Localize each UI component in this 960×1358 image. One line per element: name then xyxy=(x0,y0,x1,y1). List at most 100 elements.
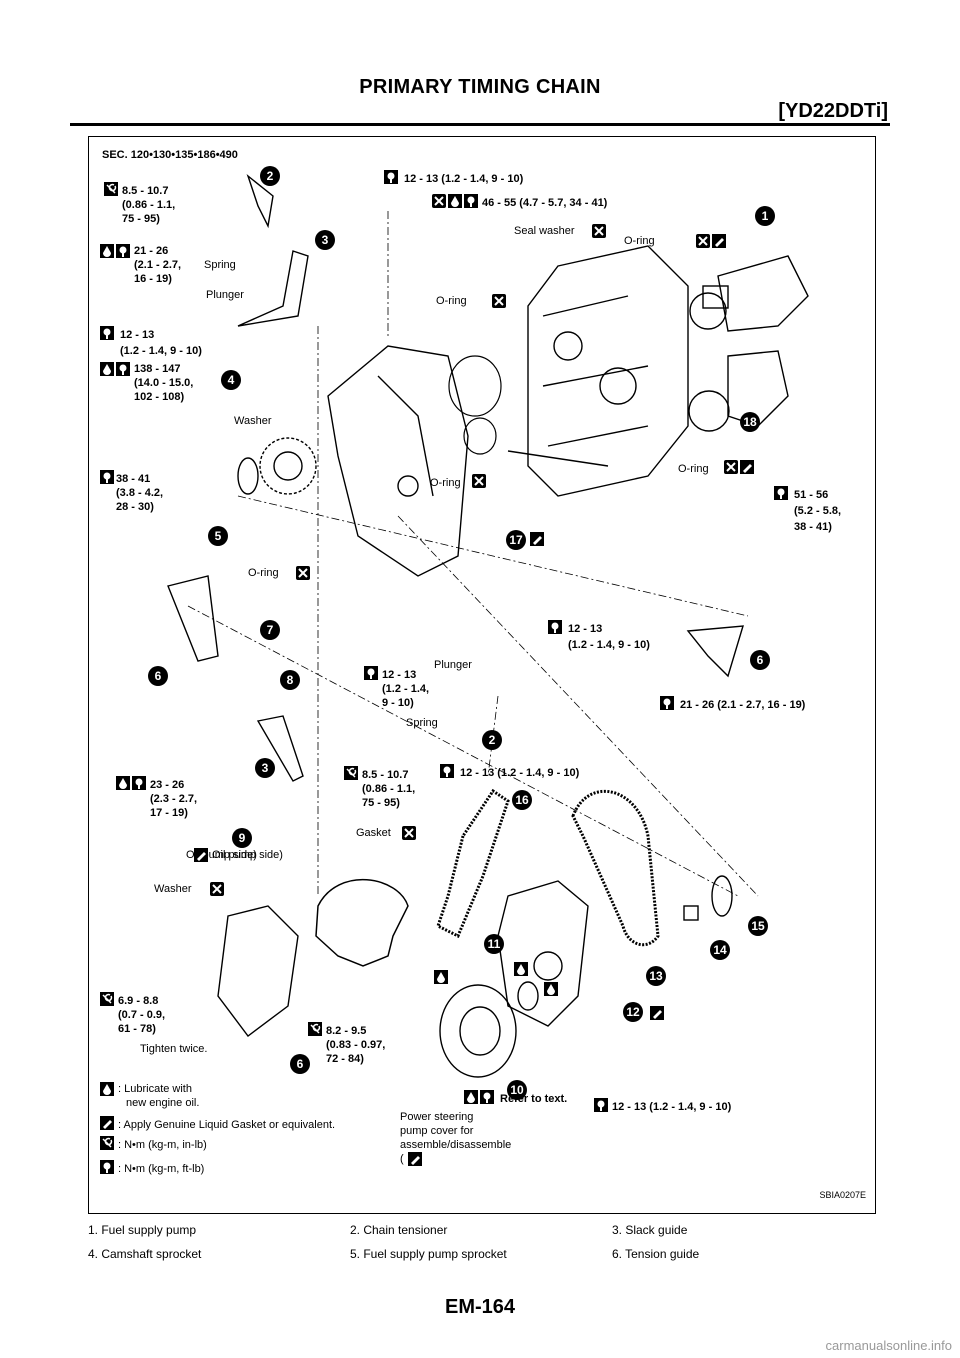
svg-text:21 - 26 (2.1 - 2.7, 16 - 19): 21 - 26 (2.1 - 2.7, 16 - 19) xyxy=(680,699,806,711)
svg-text:12 - 13 (1.2 - 1.4, 9 - 10): 12 - 13 (1.2 - 1.4, 9 - 10) xyxy=(404,173,524,185)
svg-text:assemble/disassemble: assemble/disassemble xyxy=(400,1139,511,1151)
svg-text:61 - 78): 61 - 78) xyxy=(118,1023,156,1035)
svg-text:(1.2 - 1.4, 9 - 10): (1.2 - 1.4, 9 - 10) xyxy=(568,639,650,651)
svg-text:12 - 13: 12 - 13 xyxy=(568,623,602,635)
svg-text:: N•m (kg-m, ft-lb): : N•m (kg-m, ft-lb) xyxy=(118,1163,204,1175)
svg-text:28 - 30): 28 - 30) xyxy=(116,501,154,513)
part-number-bubbles: 1 2 3 4 5 6 7 8 3 9 2 6 10 11 12 13 14 1… xyxy=(148,166,775,1100)
fuel-pump xyxy=(688,255,809,432)
svg-text:O-ring: O-ring xyxy=(678,463,709,475)
svg-text:Tighten twice.: Tighten twice. xyxy=(140,1043,207,1055)
svg-text:7: 7 xyxy=(267,623,274,637)
svg-text:: N•m (kg-m, in-lb): : N•m (kg-m, in-lb) xyxy=(118,1139,207,1151)
parts-list: 1. Fuel supply pump 2. Chain tensioner 3… xyxy=(88,1218,878,1266)
svg-text:(2.3 - 2.7,: (2.3 - 2.7, xyxy=(150,793,197,805)
svg-text:Gasket: Gasket xyxy=(356,827,391,839)
svg-text:(1.2 - 1.4,: (1.2 - 1.4, xyxy=(382,683,429,695)
svg-text:(5.2 - 5.8,: (5.2 - 5.8, xyxy=(794,505,841,517)
svg-text:Spring: Spring xyxy=(406,717,438,729)
svg-text:6: 6 xyxy=(757,653,764,667)
svg-text:Plunger: Plunger xyxy=(206,289,244,301)
gasket-shape xyxy=(315,879,409,967)
o-rings xyxy=(448,355,502,455)
svg-text:12 - 13 (1.2 - 1.4, 9 - 10): 12 - 13 (1.2 - 1.4, 9 - 10) xyxy=(460,767,580,779)
leader-lines xyxy=(187,211,759,897)
svg-text:138 - 147: 138 - 147 xyxy=(134,363,180,375)
svg-text:75 - 95): 75 - 95) xyxy=(122,213,160,225)
part-item: 5. Fuel supply pump sprocket xyxy=(350,1247,507,1261)
svg-text:3: 3 xyxy=(262,761,269,775)
svg-text:9: 9 xyxy=(239,831,246,845)
section-ref: SEC. 120•130•135•186•490 xyxy=(102,149,238,161)
svg-text:6: 6 xyxy=(155,669,162,683)
svg-text:(14.0 - 15.0,: (14.0 - 15.0, xyxy=(134,377,193,389)
svg-text:6.9 - 8.8: 6.9 - 8.8 xyxy=(118,995,158,1007)
svg-text:Spring: Spring xyxy=(204,259,236,271)
svg-text:8.2 - 9.5: 8.2 - 9.5 xyxy=(326,1025,366,1037)
torque-callouts: 8.5 - 10.7 (0.86 - 1.1, 75 - 95) 21 - 26… xyxy=(99,170,841,1166)
timing-chains xyxy=(436,788,660,947)
watermark[interactable]: carmanualsonline.info xyxy=(825,1338,952,1353)
svg-text:O-ring: O-ring xyxy=(430,477,461,489)
exploded-view-diagram: SEC. 120•130•135•186•490 xyxy=(99,149,841,1175)
oil-pump-sprocket xyxy=(683,875,733,921)
svg-text:17: 17 xyxy=(509,533,523,547)
svg-text:10: 10 xyxy=(510,1083,524,1097)
svg-text:38 - 41: 38 - 41 xyxy=(116,473,150,485)
svg-text:(0.7 - 0.9,: (0.7 - 0.9, xyxy=(118,1009,165,1021)
svg-text:(3.8 - 4.2,: (3.8 - 4.2, xyxy=(116,487,163,499)
illustration-code: SBIA0207E xyxy=(819,1190,866,1200)
svg-text:72 - 84): 72 - 84) xyxy=(326,1053,364,1065)
svg-text:11: 11 xyxy=(488,937,501,951)
svg-text:21 - 26: 21 - 26 xyxy=(134,245,168,257)
svg-text:Seal washer: Seal washer xyxy=(514,225,575,237)
svg-text:O-ring: O-ring xyxy=(436,295,467,307)
svg-text:Oil pump side): Oil pump side) xyxy=(212,849,283,861)
svg-text:51 - 56: 51 - 56 xyxy=(794,489,828,501)
svg-text:4: 4 xyxy=(228,373,235,387)
svg-text:1: 1 xyxy=(762,209,769,223)
page-title: PRIMARY TIMING CHAIN xyxy=(359,76,601,98)
svg-text:12 - 13: 12 - 13 xyxy=(120,329,154,341)
svg-text:14: 14 xyxy=(713,943,727,957)
diagram-frame xyxy=(88,136,876,1214)
header-rule xyxy=(70,123,890,126)
part-item: 2. Chain tensioner xyxy=(350,1223,448,1237)
crank-pulley xyxy=(439,981,539,1078)
part-item: 3. Slack guide xyxy=(612,1223,688,1237)
svg-text:Washer: Washer xyxy=(154,883,192,895)
front-plate xyxy=(327,345,469,577)
svg-text:9 - 10): 9 - 10) xyxy=(382,697,414,709)
svg-text:pump cover for: pump cover for xyxy=(400,1125,474,1137)
engine-code: [YD22DDTi] xyxy=(778,100,888,122)
svg-text:Washer: Washer xyxy=(234,415,272,427)
svg-text:12 - 13: 12 - 13 xyxy=(382,669,416,681)
front-cover xyxy=(217,880,589,1037)
svg-text:38 - 41): 38 - 41) xyxy=(794,521,832,533)
svg-text:8.5 - 10.7: 8.5 - 10.7 xyxy=(122,185,168,197)
svg-text:12 - 13 (1.2 - 1.4, 9 - 10): 12 - 13 (1.2 - 1.4, 9 - 10) xyxy=(612,1101,732,1113)
svg-text:2: 2 xyxy=(267,169,274,183)
svg-text:8.5 - 10.7: 8.5 - 10.7 xyxy=(362,769,408,781)
svg-text:18: 18 xyxy=(743,415,757,429)
svg-text:(2.1 - 2.7,: (2.1 - 2.7, xyxy=(134,259,181,271)
svg-text:: Lubricate with: : Lubricate with xyxy=(118,1083,192,1095)
guides xyxy=(167,173,744,782)
parts-row: 4. Camshaft sprocket 5. Fuel supply pump… xyxy=(88,1242,878,1266)
parts-row: 1. Fuel supply pump 2. Chain tensioner 3… xyxy=(88,1218,878,1242)
svg-text:46 - 55 (4.7 - 5.7, 34 - 41): 46 - 55 (4.7 - 5.7, 34 - 41) xyxy=(482,197,608,209)
symbol-legend: : Lubricate with new engine oil. : Apply… xyxy=(99,1082,335,1175)
camshaft-sprocket xyxy=(237,437,317,495)
svg-text:(0.83 - 0.97,: (0.83 - 0.97, xyxy=(326,1039,385,1051)
svg-text:17 - 19): 17 - 19) xyxy=(150,807,188,819)
svg-text:16: 16 xyxy=(515,793,529,807)
svg-text:16 - 19): 16 - 19) xyxy=(134,273,172,285)
svg-text:3: 3 xyxy=(322,233,329,247)
svg-text:75 - 95): 75 - 95) xyxy=(362,797,400,809)
svg-text:new engine oil.: new engine oil. xyxy=(126,1097,199,1109)
svg-text:O-ring: O-ring xyxy=(248,567,279,579)
svg-text:(0.86 - 1.1,: (0.86 - 1.1, xyxy=(362,783,415,795)
svg-text:2: 2 xyxy=(489,733,496,747)
svg-text:13: 13 xyxy=(649,969,663,983)
svg-text:12: 12 xyxy=(626,1005,640,1019)
